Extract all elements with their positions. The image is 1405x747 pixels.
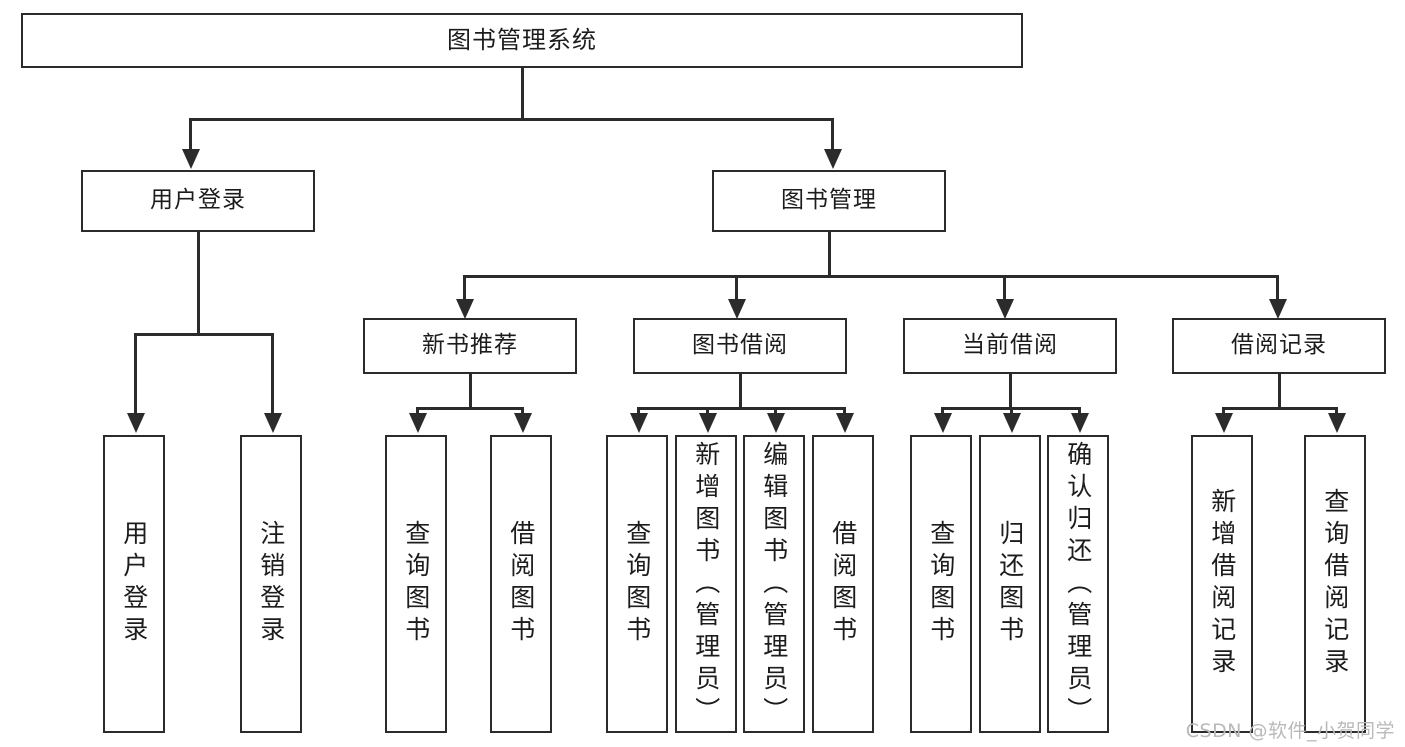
node-label: 图书管理 [781, 187, 877, 214]
connector-book-borrow-trunk [739, 374, 742, 409]
connector-book-borrow-to-leaf-3 [774, 407, 777, 416]
connector-user-login-to-leaf-1 [134, 333, 137, 417]
node-book-borrow[interactable]: 图书借阅 [633, 318, 847, 374]
leaf-user-login[interactable]: 用户登录 [103, 435, 165, 733]
leaf-borrow-book-from-recommendation[interactable]: 借阅图书 [490, 435, 552, 733]
node-new-book-recommendation[interactable]: 新书推荐 [363, 318, 577, 374]
arrow-book-manage-to-new-book [456, 299, 474, 319]
connector-book-manage-to-borrow-record [1276, 275, 1279, 302]
connector-current-borrow-to-leaf-3 [1078, 407, 1081, 416]
node-label: 查询图书 [622, 520, 652, 648]
connector-user-login-to-leaf-2 [271, 333, 274, 417]
connector-borrow-record-bar [1222, 407, 1337, 410]
arrow-user-login-to-leaf-2 [264, 413, 282, 433]
connector-book-manage-to-book-borrow [735, 275, 738, 302]
node-label: 编辑图书（管理员） [759, 441, 789, 729]
node-book-management[interactable]: 图书管理 [712, 170, 946, 232]
arrow-book-manage-to-borrow-record [1269, 299, 1287, 319]
leaf-query-borrow-record[interactable]: 查询借阅记录 [1304, 435, 1366, 733]
node-label: 归还图书 [995, 520, 1025, 648]
leaf-borrow-book-from-borrow[interactable]: 借阅图书 [812, 435, 874, 733]
node-label: 用户登录 [119, 520, 149, 648]
node-label: 新增图书（管理员） [691, 441, 721, 729]
arrow-book-borrow-to-leaf-2 [699, 413, 717, 433]
leaf-add-borrow-record[interactable]: 新增借阅记录 [1191, 435, 1253, 733]
connector-book-borrow-to-leaf-4 [843, 407, 846, 416]
node-borrow-record[interactable]: 借阅记录 [1172, 318, 1386, 374]
arrow-current-borrow-to-leaf-1 [934, 413, 952, 433]
connector-current-borrow-trunk [1009, 374, 1012, 409]
connector-user-login-bar [134, 333, 273, 336]
connector-root-to-book-manage [831, 118, 834, 151]
arrow-new-book-to-leaf-1 [409, 413, 427, 433]
connector-book-manage-to-new-book [463, 275, 466, 302]
arrow-book-borrow-to-leaf-3 [767, 413, 785, 433]
arrow-borrow-record-to-leaf-1 [1215, 413, 1233, 433]
node-label: 借阅记录 [1231, 332, 1327, 359]
connector-current-borrow-to-leaf-2 [1010, 407, 1013, 416]
connector-root-trunk [521, 68, 524, 119]
connector-new-book-to-leaf-1 [416, 407, 419, 416]
node-label: 查询图书 [926, 520, 956, 648]
node-label: 当前借阅 [962, 332, 1058, 359]
leaf-user-logout[interactable]: 注销登录 [240, 435, 302, 733]
arrow-book-borrow-to-leaf-4 [836, 413, 854, 433]
node-label: 查询图书 [401, 520, 431, 648]
connector-current-borrow-to-leaf-1 [941, 407, 944, 416]
leaf-add-book-admin[interactable]: 新增图书（管理员） [675, 435, 737, 733]
node-root-book-management-system[interactable]: 图书管理系统 [21, 13, 1023, 68]
connector-book-borrow-bar [637, 407, 846, 410]
node-label: 借阅图书 [828, 520, 858, 648]
arrow-root-to-book-manage [824, 149, 842, 169]
arrow-book-manage-to-current-borrow [996, 299, 1014, 319]
leaf-edit-book-admin[interactable]: 编辑图书（管理员） [743, 435, 805, 733]
connector-root-bar [189, 118, 833, 121]
leaf-query-book-from-recommendation[interactable]: 查询图书 [385, 435, 447, 733]
leaf-query-book-from-current[interactable]: 查询图书 [910, 435, 972, 733]
node-label: 借阅图书 [506, 520, 536, 648]
connector-borrow-record-trunk [1278, 374, 1281, 409]
leaf-query-book-from-borrow[interactable]: 查询图书 [606, 435, 668, 733]
connector-book-manage-to-current-borrow [1003, 275, 1006, 302]
node-label: 用户登录 [150, 187, 246, 214]
connector-borrow-record-to-leaf-2 [1335, 407, 1338, 416]
connector-book-borrow-to-leaf-2 [706, 407, 709, 416]
node-label: 图书管理系统 [447, 26, 597, 55]
arrow-user-login-to-leaf-1 [127, 413, 145, 433]
arrow-root-to-user-login [182, 149, 200, 169]
node-label: 新增借阅记录 [1207, 488, 1237, 680]
arrow-book-manage-to-book-borrow [728, 299, 746, 319]
connector-new-book-bar [416, 407, 524, 410]
arrow-new-book-to-leaf-2 [514, 413, 532, 433]
node-label: 注销登录 [256, 520, 286, 648]
leaf-confirm-return-admin[interactable]: 确认归还（管理员） [1047, 435, 1109, 733]
connector-book-manage-bar [463, 275, 1278, 278]
connector-new-book-trunk [469, 374, 472, 409]
arrow-borrow-record-to-leaf-2 [1328, 413, 1346, 433]
leaf-return-book[interactable]: 归还图书 [979, 435, 1041, 733]
arrow-book-borrow-to-leaf-1 [630, 413, 648, 433]
arrow-current-borrow-to-leaf-3 [1071, 413, 1089, 433]
arrow-current-borrow-to-leaf-2 [1003, 413, 1021, 433]
node-label: 图书借阅 [692, 332, 788, 359]
connector-borrow-record-to-leaf-1 [1222, 407, 1225, 416]
connector-book-manage-trunk [828, 232, 831, 277]
connector-book-borrow-to-leaf-1 [637, 407, 640, 416]
node-label: 新书推荐 [422, 332, 518, 359]
node-label: 查询借阅记录 [1320, 488, 1350, 680]
connector-new-book-to-leaf-2 [521, 407, 524, 416]
node-user-login[interactable]: 用户登录 [81, 170, 315, 232]
node-label: 确认归还（管理员） [1063, 441, 1093, 729]
node-current-borrow[interactable]: 当前借阅 [903, 318, 1117, 374]
connector-root-to-user-login [189, 118, 192, 151]
connector-user-login-trunk [197, 232, 200, 334]
